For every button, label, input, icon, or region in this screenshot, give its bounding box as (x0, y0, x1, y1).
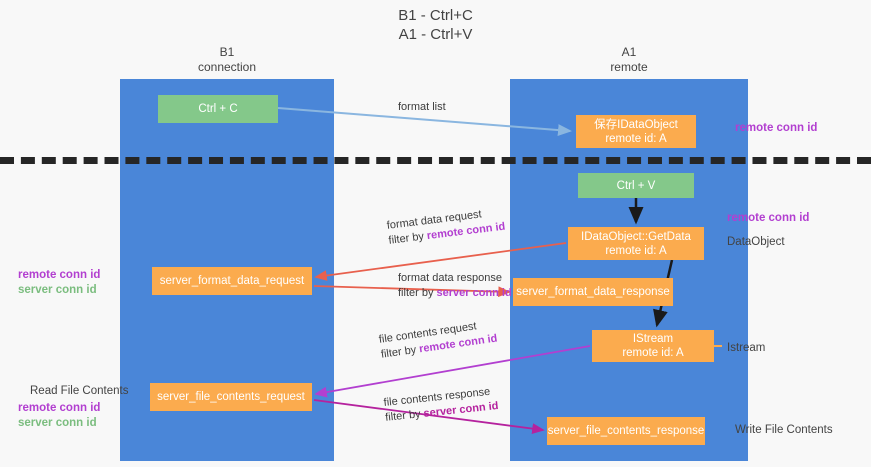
annotation-left-remote-conn-id-top: remote conn id (18, 269, 101, 281)
node-ctrl-v-label: Ctrl + V (616, 179, 656, 192)
column-header-a1-role: remote (610, 60, 648, 74)
annotation-right-write-file-contents: Write File Contents (735, 424, 833, 436)
column-header-a1-name: A1 (621, 45, 637, 59)
node-server-format-data-response[interactable]: server_format_data_response (513, 278, 673, 306)
phase-divider (0, 157, 871, 164)
edge-label-file-contents-response: file contents response filter by server … (383, 384, 499, 426)
node-server-file-contents-request-label: server_file_contents_request (157, 391, 305, 403)
annotation-right-dataobject: DataObject (727, 236, 785, 248)
annotation-left-conn-ids-bottom: remote conn id server conn id (18, 401, 100, 431)
node-ctrl-c-label: Ctrl + C (198, 103, 238, 115)
edge-label-file-contents-request: file contents request filter by remote c… (378, 317, 498, 363)
title-line-1: B1 - Ctrl+C (398, 7, 473, 24)
node-server-format-data-request[interactable]: server_format_data_request (152, 267, 312, 295)
edge-label-format-data-request: format data request filter by remote con… (386, 205, 506, 249)
node-ctrl-c[interactable]: Ctrl + C (158, 95, 278, 123)
node-istream[interactable]: IStream remote id: A (592, 330, 714, 362)
lane-b1-below-divider (120, 161, 334, 461)
annotation-left-remote-conn-id-bottom: remote conn id (18, 402, 101, 414)
edge-prefix-fcreq: filter by (380, 343, 421, 361)
node-server-format-data-request-label: server_format_data_request (159, 275, 305, 287)
node-idataobject-getdata[interactable]: IDataObject::GetData remote id: A (568, 227, 704, 260)
lane-a1-below-divider (510, 161, 748, 461)
edge-label-format-data-response-line2: filter by server conn id (398, 286, 512, 301)
node-save-idataobject-line2: remote id: A (605, 132, 667, 145)
page-title: B1 - Ctrl+C A1 - Ctrl+V (0, 6, 871, 44)
node-server-file-contents-response-label: server_file_contents_response (547, 425, 705, 437)
node-server-file-contents-response[interactable]: server_file_contents_response (547, 417, 705, 445)
node-getdata-line2: remote id: A (605, 244, 667, 257)
edge-prefix-fdres: filter by (398, 287, 437, 299)
edge-label-format-data-response: format data response filter by server co… (398, 271, 512, 301)
node-server-format-data-response-label: server_format_data_response (516, 286, 670, 298)
node-getdata-line1: IDataObject::GetData (581, 230, 691, 243)
edge-label-format-list-text: format list (398, 101, 446, 113)
annotation-left-read-file-contents: Read File Contents (30, 385, 129, 397)
annotation-right-istream: Istream (727, 342, 766, 354)
annotation-left-server-conn-id-bottom: server conn id (18, 417, 97, 429)
annotation-right-remote-conn-id-top: remote conn id (735, 122, 818, 134)
annotation-left-server-conn-id-top: server conn id (18, 284, 97, 296)
node-save-idataobject[interactable]: 保存IDataObject remote id: A (576, 115, 696, 148)
node-server-file-contents-request[interactable]: server_file_contents_request (150, 383, 312, 411)
column-header-a1: A1 remote (510, 45, 748, 75)
edge-prefix-fdreq: filter by (387, 230, 428, 247)
column-header-b1-role: connection (197, 60, 257, 74)
column-header-b1: B1 connection (120, 45, 334, 75)
edge-label-format-list: format list (398, 100, 446, 115)
edge-keyword-fdres: server conn id (436, 287, 512, 299)
annotation-right-remote-conn-id-mid: remote conn id (727, 212, 810, 224)
column-header-b1-name: B1 (219, 45, 235, 59)
node-ctrl-v[interactable]: Ctrl + V (578, 173, 694, 198)
edge-label-format-data-response-line1: format data response (398, 272, 502, 284)
node-istream-line2: remote id: A (622, 347, 684, 359)
edge-prefix-fcres: filter by (384, 407, 425, 424)
annotation-left-conn-ids-top: remote conn id server conn id (18, 268, 100, 298)
node-istream-line1: IStream (632, 333, 674, 345)
node-save-idataobject-line1: 保存IDataObject (594, 118, 678, 131)
title-line-2: A1 - Ctrl+V (398, 26, 473, 43)
